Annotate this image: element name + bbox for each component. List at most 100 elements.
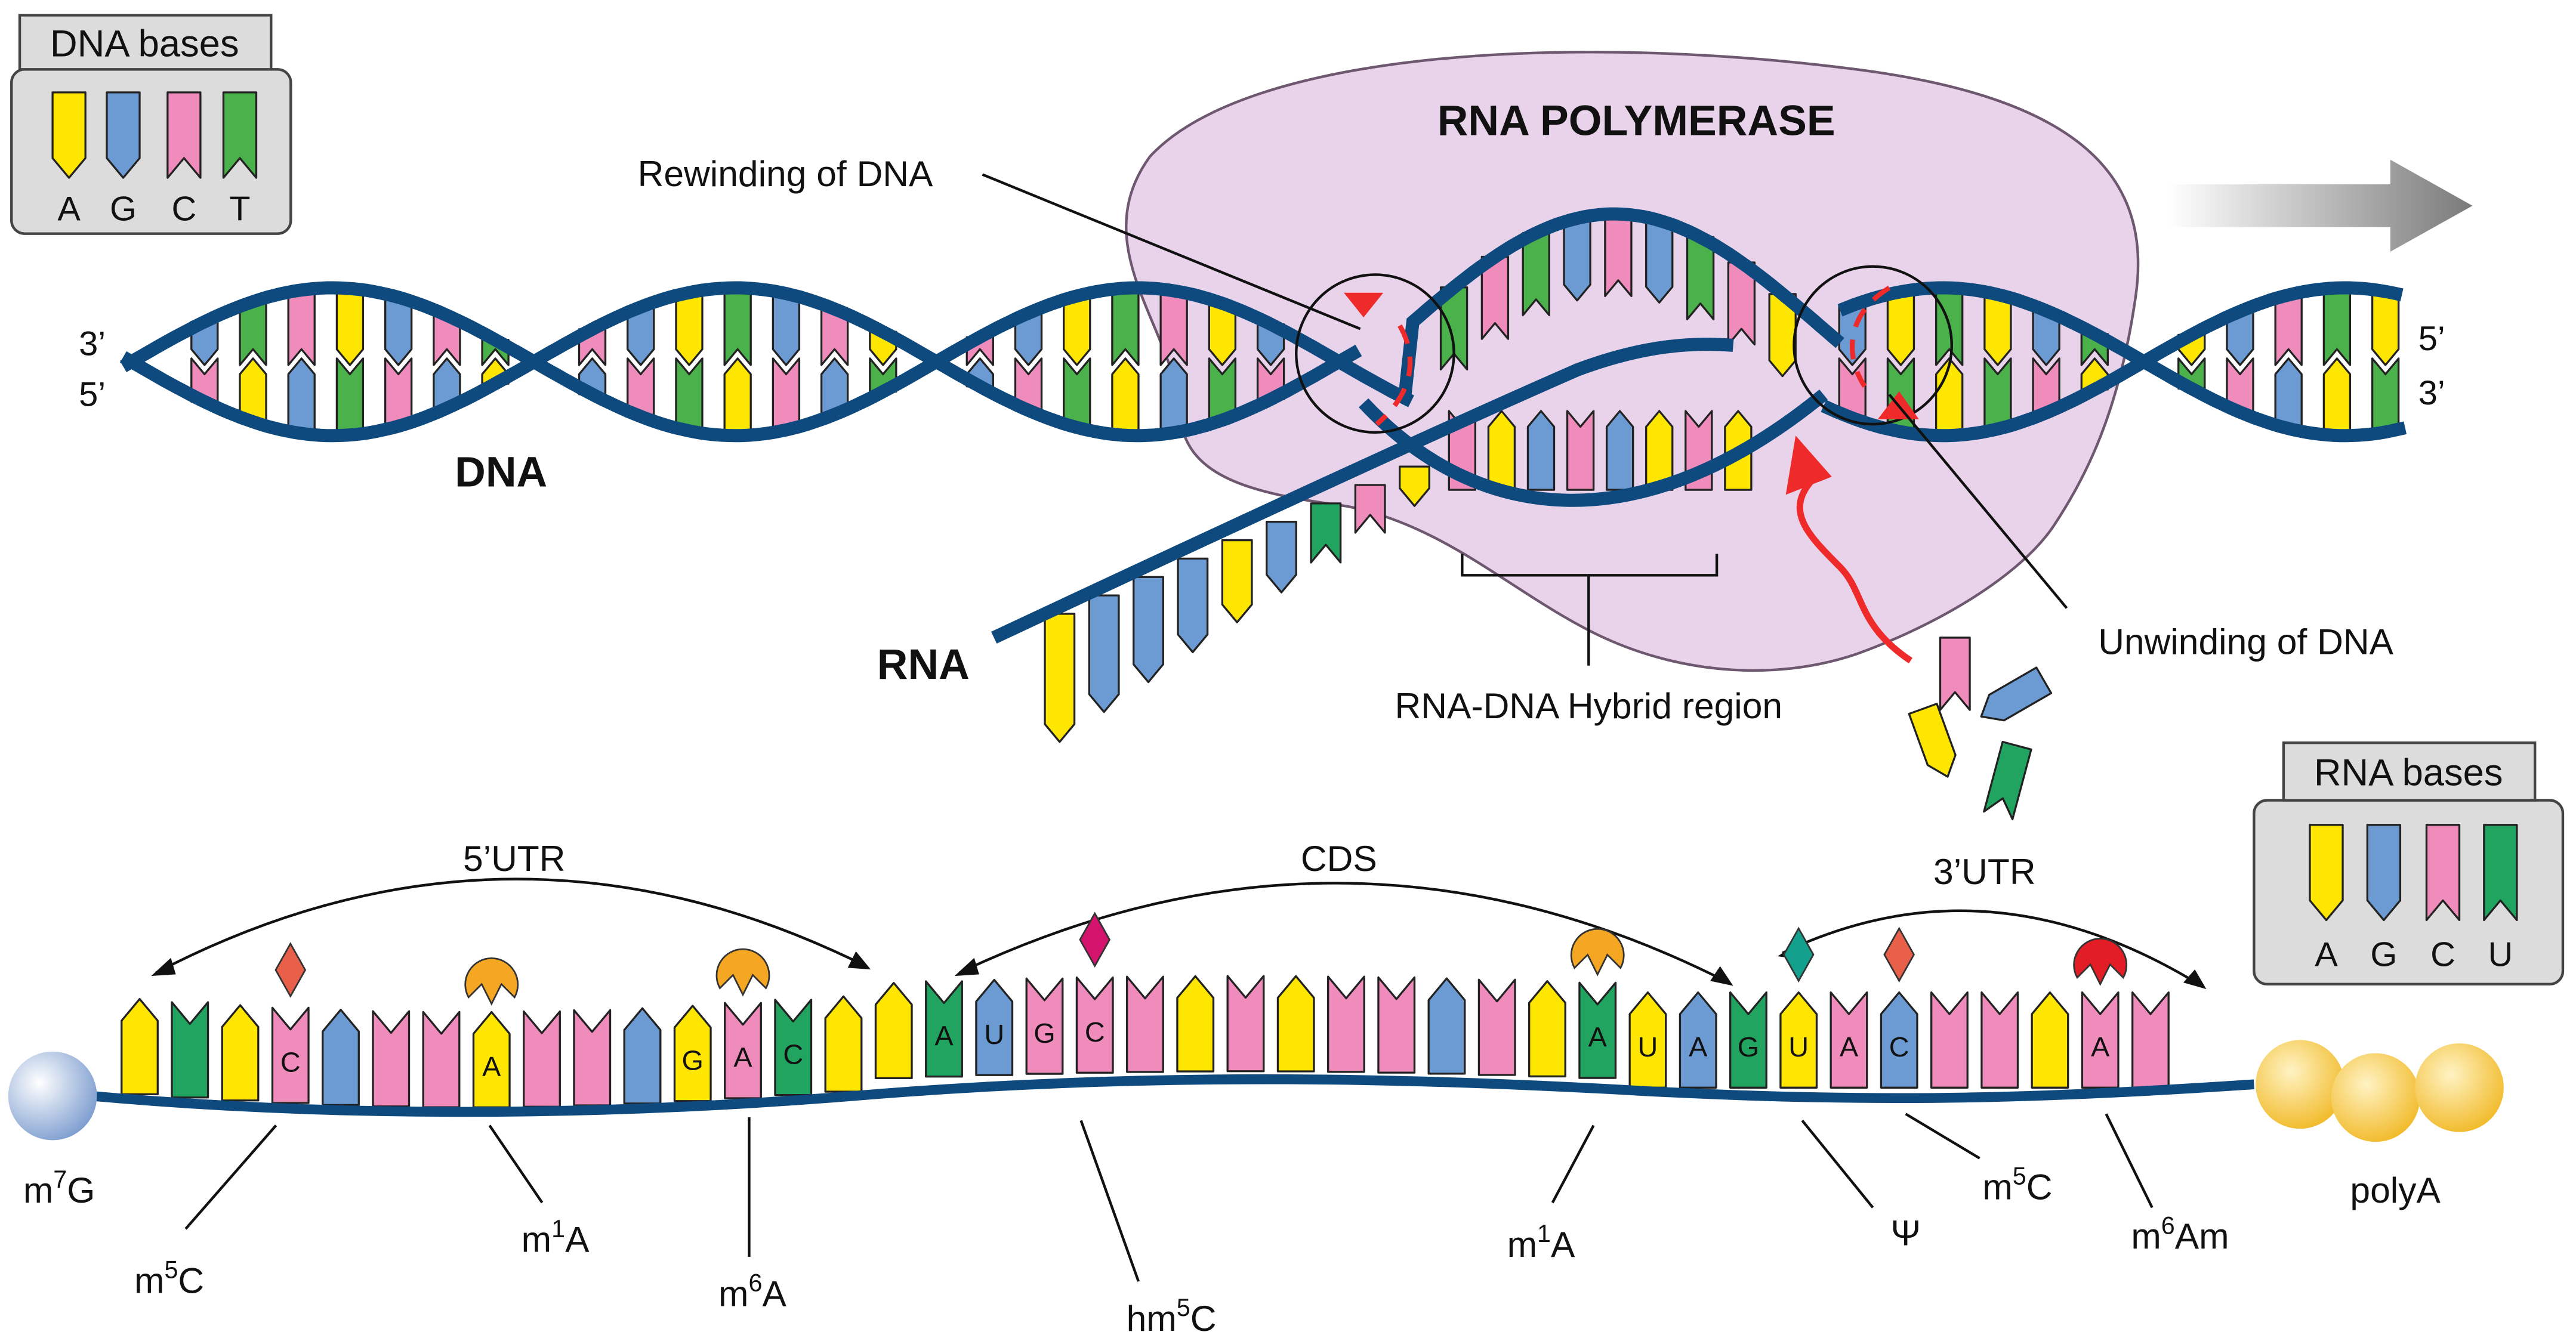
mrna-base [2131,991,2170,1089]
m7g-cap [8,1051,97,1141]
rna-base [1310,502,1342,564]
m5c-marker-2 [1883,926,1915,983]
dna-base [2322,357,2352,437]
mrna-base [1930,991,1969,1089]
mrna-base [1679,991,1717,1089]
rna-legend-g: G [2370,936,2397,974]
dna-base [335,357,365,436]
m7g-label: m7G [23,1166,95,1210]
mrna-base-letter: A [1689,1031,1708,1062]
dna-strand-bottom-right [1821,281,2404,443]
dna-base [723,286,752,366]
mrna-base [322,1009,360,1107]
unwinding-leader [1888,394,2068,609]
dna-base [2274,293,2303,366]
mrna-base-letter: A [733,1042,752,1073]
mod-label-m6am: m6Am [2131,1212,2229,1256]
unwinding-circle [1793,265,1953,426]
mod-label-m5c-2: m5C [1982,1163,2052,1207]
rna-base [1266,521,1297,594]
mrna-base [1779,991,1818,1089]
mrna-base-letter: G [682,1045,704,1076]
legend-base [2483,824,2518,922]
rna-polymerase-blob [1125,51,2140,672]
rna-legend-title: RNA bases [2314,752,2503,794]
mrna-base-letter: G [1034,1018,1055,1049]
mrna-base [171,1001,209,1099]
rna-legend-shapes [2309,824,2518,922]
rna-base [1221,539,1253,623]
free-base [1939,636,1971,711]
legend-base [166,91,202,179]
dna-strands [119,207,2407,507]
three-prime-right: 3’ [2418,374,2445,412]
dna-base [723,357,752,437]
mrna-base-letter: C [1889,1031,1909,1062]
free-nucleotide [1939,636,1971,711]
dna-base [1886,291,1915,366]
dna-base [772,357,801,431]
rna-base [1088,594,1120,713]
mrna-base-letter: U [1788,1031,1809,1062]
mrna-base-letter: C [1085,1016,1105,1048]
psi-marker [1782,926,1815,983]
mrna-backbone [90,1074,2254,1117]
dna-strand-top-right [1837,281,2407,443]
mrna-base [1578,981,1617,1079]
mrna-base [1176,975,1215,1073]
mrna-base [1729,991,1767,1089]
region-cds-label: CDS [1301,838,1377,879]
rna-bases-legend: RNA bases A G C U [2253,741,2565,986]
mrna-base [1327,975,1365,1073]
free-nucleotide [1980,666,2053,722]
dna-base [1935,357,1964,437]
dna-base [1063,295,1091,366]
rewinding-label: Rewinding of DNA [638,153,933,194]
mrna-region-arrows [155,877,2202,987]
m6a-marker [715,948,770,997]
mrna-base [523,1010,561,1108]
mrna-base-letter: A [1840,1031,1859,1062]
dna-base [1111,287,1140,366]
dna-base [675,291,704,366]
free-base [1980,666,2053,722]
rna-transcript-strand [991,338,1734,644]
rewind-arrowhead [1344,292,1384,318]
dna-base [772,292,801,366]
mrna-base-letter: C [783,1039,803,1070]
dna-coding-lower [1359,389,1828,507]
region-3utr-label: 3’UTR [1933,851,2036,892]
modification-leader-lines [184,1113,2154,1282]
mrna-base [1226,975,1265,1073]
bubble-base [1563,217,1591,302]
rna-transcript-bases [1044,465,1430,743]
mrna-base [874,982,913,1080]
rewinding-leader [982,173,1361,330]
dna-base [1063,357,1091,429]
rna-polymerase-label: RNA POLYMERASE [1437,97,1835,144]
legend-base [222,91,258,179]
mrna-base-letter: U [984,1019,1004,1050]
mrna-base [824,995,863,1093]
hybrid-bracket [1461,554,1719,666]
mrna-base-letter: A [482,1051,501,1082]
mrna-base [1477,978,1516,1076]
dna-strand-bottom-left [119,281,1362,443]
mrna-base [1528,980,1566,1078]
mrna-base [573,1009,612,1107]
mrna-base [1830,991,1868,1089]
mrna-base [1025,977,1064,1075]
rna-strand-line [991,338,1734,644]
hybrid-base [1566,410,1595,491]
rna-base [1399,465,1430,507]
mrna-base [1980,991,2019,1089]
hybrid-base [1605,410,1634,491]
dna-legend-g: G [110,190,137,228]
bubble-base [1645,219,1674,304]
mrna-base [925,980,963,1078]
m1a-marker-2 [1570,928,1625,977]
dna-strand-top-left [119,281,1414,443]
mrna-base [221,1004,260,1102]
